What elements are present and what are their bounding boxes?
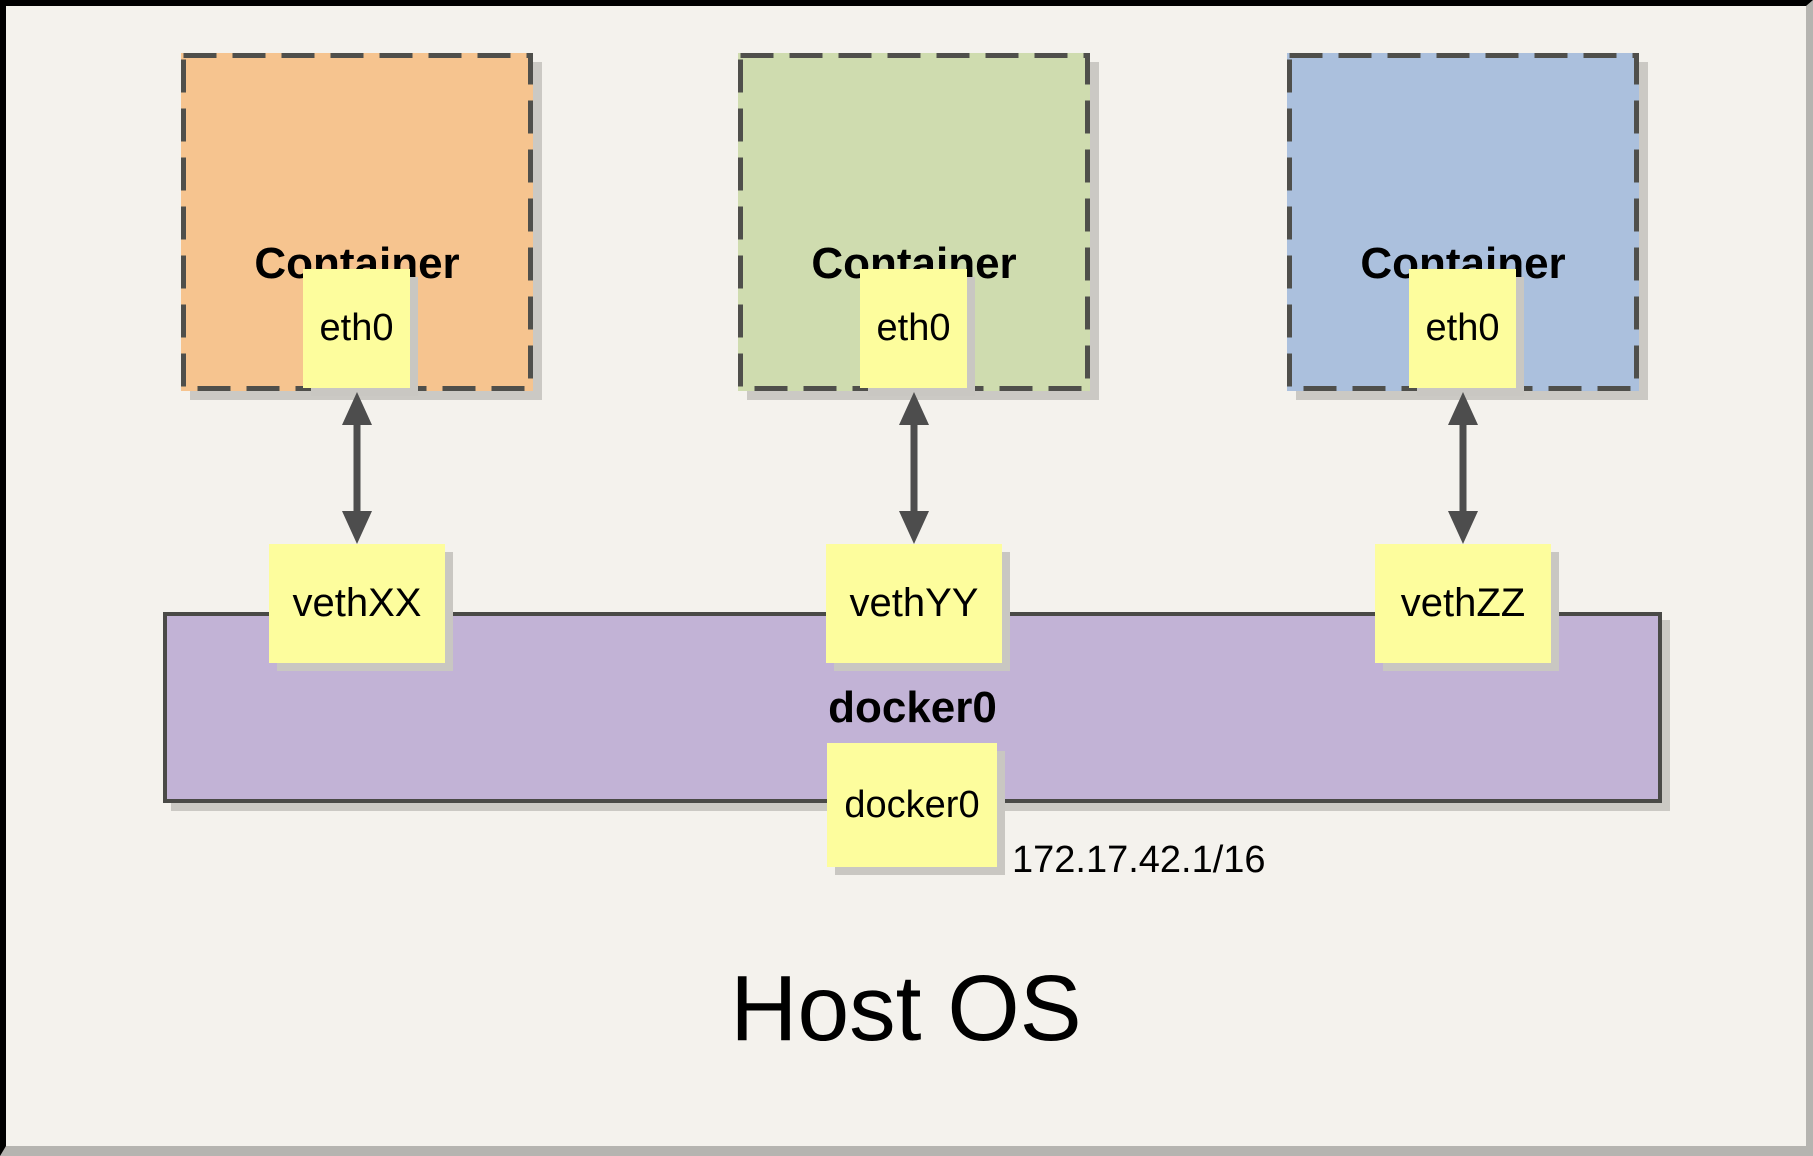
eth0-chip: eth0 [1409, 269, 1516, 388]
double-arrow-icon [342, 392, 372, 544]
bridge-iface-chip: docker0 [827, 743, 997, 867]
eth0-chip: eth0 [860, 269, 967, 388]
eth0-label: eth0 [1425, 307, 1500, 349]
eth0-chip: eth0 [303, 269, 410, 388]
veth-chip-1: vethXX [269, 544, 445, 663]
container-box-3: Container eth0 [1287, 53, 1639, 391]
bridge-title: docker0 [828, 683, 997, 732]
double-arrow-icon [1448, 392, 1478, 544]
veth-label: vethZZ [1400, 581, 1526, 625]
double-arrow-icon [899, 392, 929, 544]
subnet-label: 172.17.42.1/16 [1012, 839, 1266, 881]
veth-chip-3: vethZZ [1375, 544, 1551, 663]
host-os-label: Host OS [730, 956, 1082, 1060]
diagram-canvas: Container eth0 Container eth0 Container … [6, 6, 1806, 1146]
eth0-label: eth0 [876, 307, 951, 349]
veth-label: vethXX [292, 581, 422, 625]
container-box-1: Container eth0 [181, 53, 533, 391]
veth-label: vethYY [849, 581, 979, 625]
eth0-label: eth0 [319, 307, 394, 349]
bridge-iface-label: docker0 [844, 783, 980, 826]
veth-chip-2: vethYY [826, 544, 1002, 663]
container-box-2: Container eth0 [738, 53, 1090, 391]
